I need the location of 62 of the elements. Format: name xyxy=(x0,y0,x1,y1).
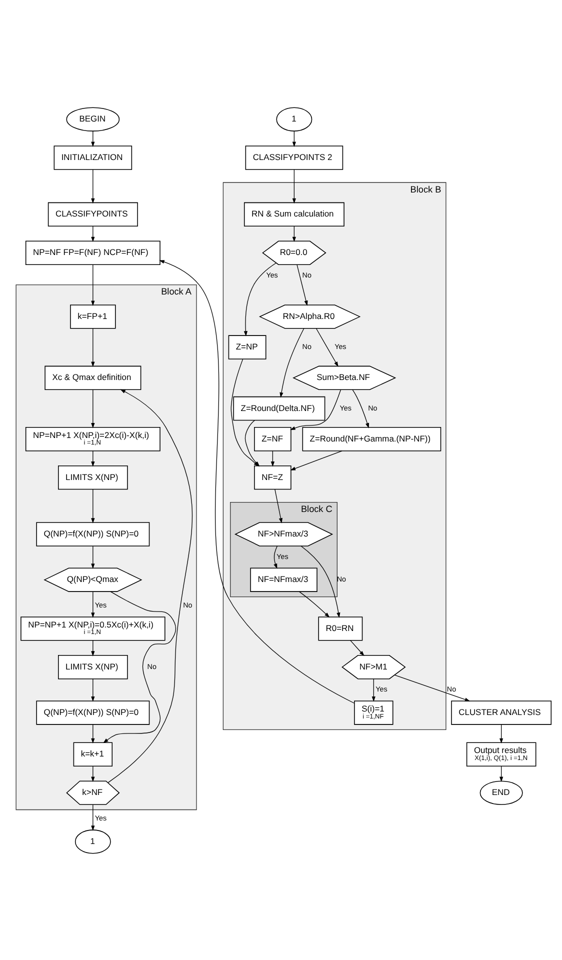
node-ellipse: BEGIN xyxy=(66,106,120,131)
node-box: CLASSIFYPOINTS xyxy=(48,202,138,226)
arrow xyxy=(352,388,370,428)
arrow xyxy=(91,590,95,618)
arrow xyxy=(91,640,95,656)
arrow xyxy=(91,488,95,523)
arrow xyxy=(280,328,304,398)
node-box: Xc & Qmax definition xyxy=(44,365,142,390)
node-box: NP=NF FP=F(NF) NCP=F(NF) xyxy=(25,240,160,264)
arrow xyxy=(292,130,296,146)
node-ellipse: 1 xyxy=(276,106,312,131)
node-box: NF=NFmax/3 xyxy=(250,567,318,592)
node-box: LIMITS X(NP) xyxy=(58,464,128,490)
arrow xyxy=(91,450,95,466)
arrow xyxy=(292,225,296,242)
node-box: NF=Z xyxy=(254,464,292,490)
arrow xyxy=(91,545,95,568)
arrow xyxy=(91,130,95,146)
arrow xyxy=(290,389,341,430)
arrow xyxy=(270,450,275,466)
arrow xyxy=(91,678,95,702)
arrow xyxy=(91,225,95,242)
node-box: Z=Round(NF+Gamma.(NP-NF)) xyxy=(302,426,442,451)
arrow xyxy=(274,545,278,568)
arrow xyxy=(91,168,95,204)
arrow xyxy=(274,488,282,523)
node-box: k=FP+1 xyxy=(70,304,116,328)
arrow xyxy=(159,260,355,704)
arrow xyxy=(91,765,95,782)
arrow xyxy=(91,328,95,367)
node-box: k=k+1 xyxy=(73,742,113,766)
arrow xyxy=(290,450,342,470)
arrow xyxy=(500,765,504,782)
arrow xyxy=(350,640,364,656)
arrow xyxy=(91,724,95,744)
arrow xyxy=(298,590,330,618)
node-box: RN & Sum calculation xyxy=(244,202,344,226)
node-box: CLASSIFYPOINTS 2 xyxy=(245,145,344,170)
arrow xyxy=(91,389,95,428)
node-box: R0=RN xyxy=(318,616,363,640)
node-ellipse: END xyxy=(480,780,523,804)
node-box: Z=NF xyxy=(254,426,292,451)
node-box: LIMITS X(NP) xyxy=(58,654,128,679)
node-box: Q(NP)=f(X(NP)) S(NP)=0 xyxy=(36,700,150,724)
arrow xyxy=(244,262,276,336)
arrow xyxy=(300,545,340,618)
node-box: Z=NP xyxy=(228,334,266,359)
arrow xyxy=(500,724,504,744)
arrow xyxy=(292,168,296,204)
node-box: Q(NP)=f(X(NP)) S(NP)=0 xyxy=(36,522,150,546)
node-box: INITIALIZATION xyxy=(54,145,132,170)
arrow xyxy=(316,328,338,366)
node-ellipse: 1 xyxy=(74,829,111,854)
arrow xyxy=(296,264,308,306)
arrow xyxy=(91,804,95,830)
node-box: CLUSTER ANALYSIS xyxy=(451,700,552,724)
node-box: Z=Round(Delta.NF) xyxy=(233,396,326,420)
arrow xyxy=(372,678,376,702)
arrow xyxy=(103,590,176,743)
arrow xyxy=(91,264,95,306)
arrow xyxy=(108,388,193,782)
arrow xyxy=(394,674,470,701)
